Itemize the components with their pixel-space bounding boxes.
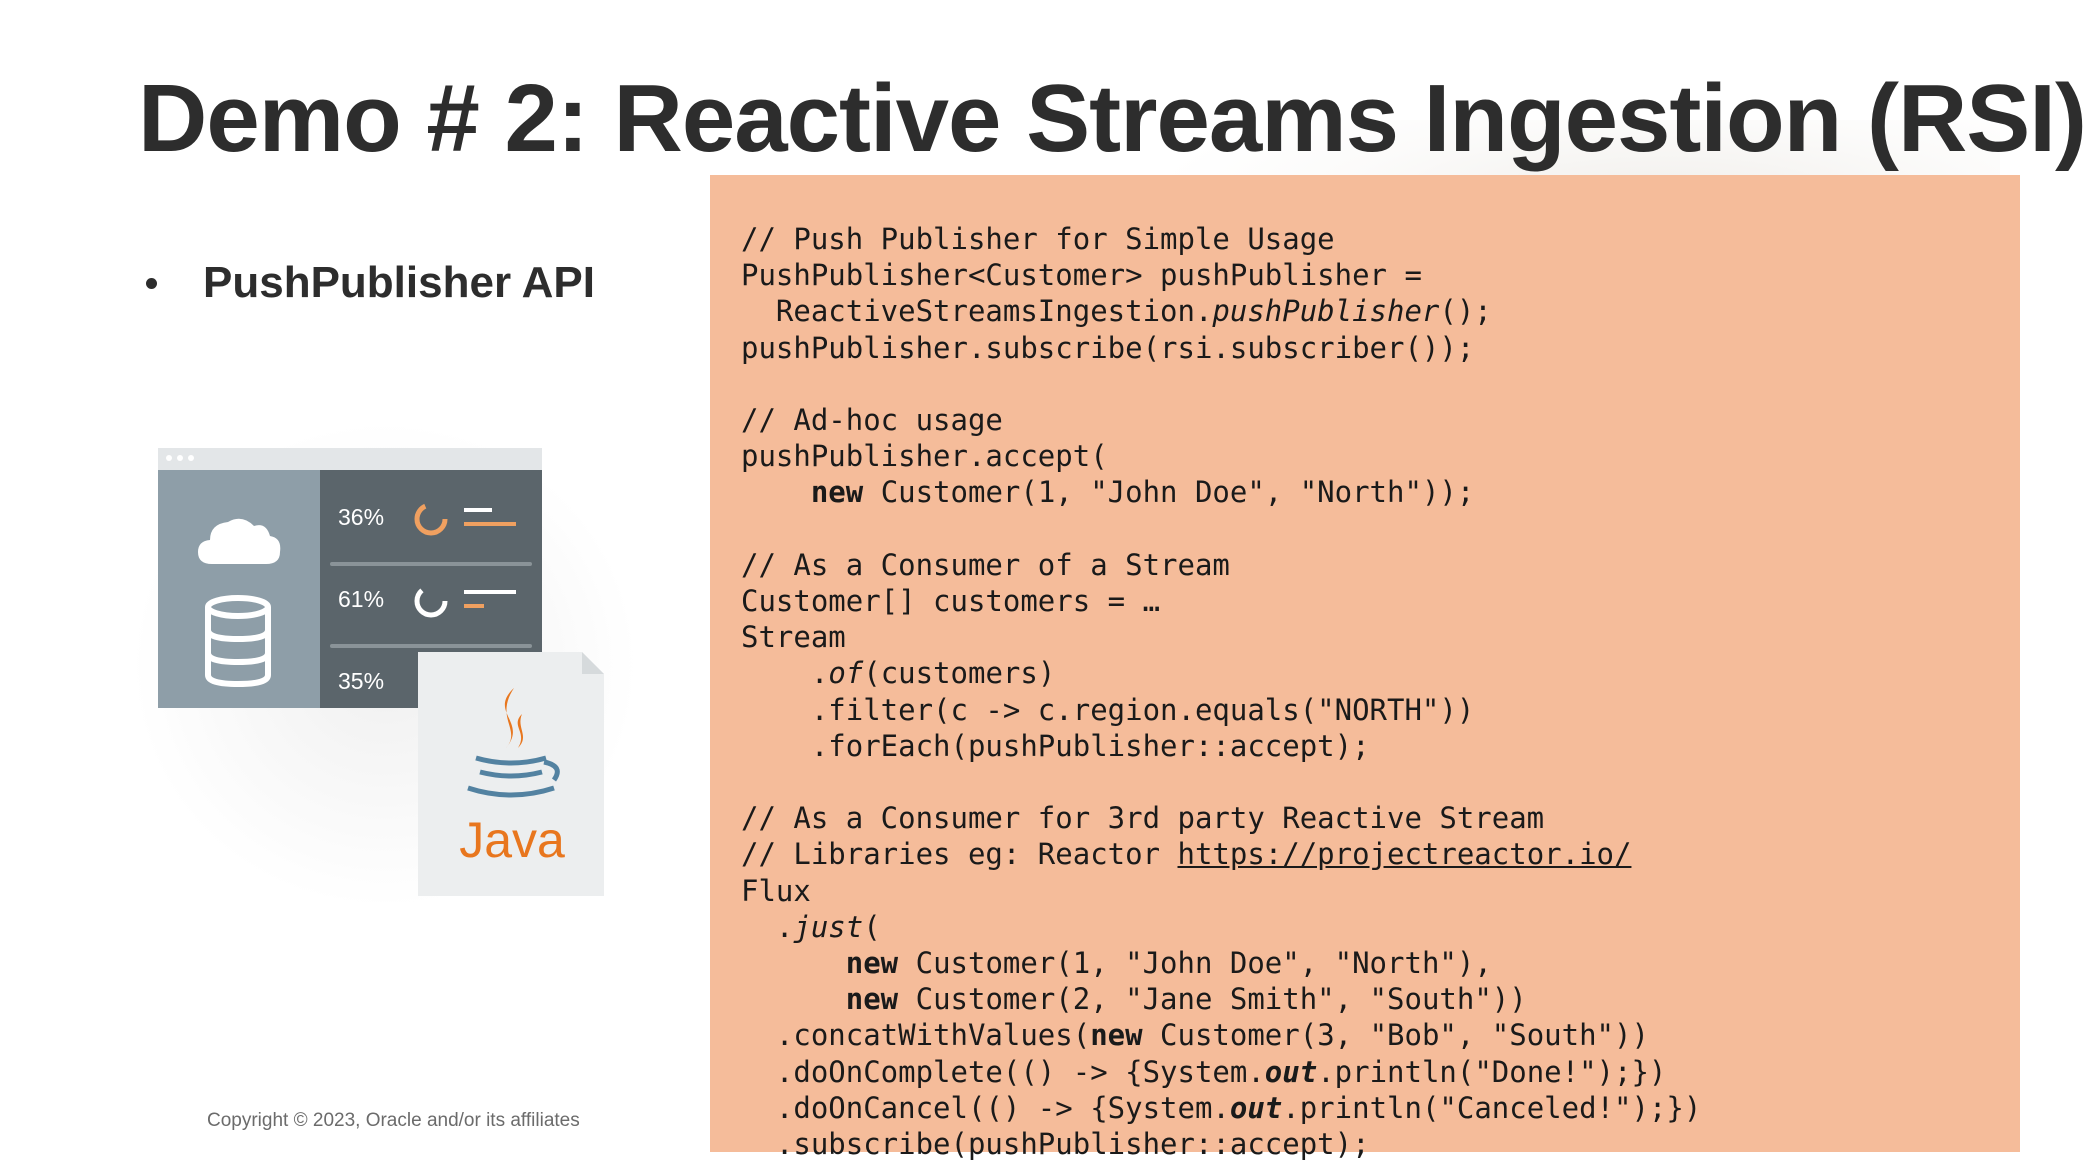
code-line: PushPublisher<Customer> pushPublisher =	[741, 258, 1422, 293]
window-titlebar	[158, 448, 542, 470]
dashboard-window: 36% 61% 35%	[158, 448, 542, 708]
java-document: Java	[418, 652, 604, 896]
metric-3: 35%	[338, 668, 385, 694]
code-line: Customer(2, "Jane Smith", "South"))	[898, 982, 1527, 1017]
code-keyword: out	[1229, 1090, 1283, 1125]
illustration: 36% 61% 35%	[130, 420, 640, 920]
donut-chart-icon	[414, 502, 448, 536]
code-italic: just	[793, 909, 864, 944]
code-line: pushPublisher.accept(	[741, 439, 1108, 474]
database-icon	[205, 595, 271, 688]
code-line: Stream	[741, 620, 846, 655]
donut-chart-icon	[414, 584, 448, 618]
java-label: Java	[459, 812, 565, 868]
code-line: .subscribe(pushPublisher::accept);	[741, 1127, 1370, 1162]
metric-divider	[330, 562, 532, 566]
projectreactor-link[interactable]: https://projectreactor.io/	[1177, 837, 1632, 872]
code-keyword: new	[1090, 1018, 1143, 1053]
code-comment: // Libraries eg: Reactor	[741, 837, 1178, 872]
code-line: .	[741, 909, 794, 944]
copyright-footer: Copyright © 2023, Oracle and/or its affi…	[207, 1110, 580, 1131]
code-line: .println("Done!");})	[1317, 1054, 1667, 1089]
code-italic: pushPublisher	[1212, 294, 1440, 329]
metric-1: 36%	[338, 504, 385, 530]
code-comment: // Push Publisher for Simple Usage	[741, 222, 1335, 256]
code-line	[741, 946, 846, 980]
metric-divider	[330, 644, 532, 648]
code-line: pushPublisher.subscribe(rsi.subscriber()…	[741, 330, 1475, 365]
code-line: .forEach(pushPublisher::accept);	[741, 728, 1370, 763]
bullet-dot-icon	[146, 277, 157, 289]
metric-2: 61%	[338, 586, 385, 612]
code-comment: // Ad-hoc usage	[741, 403, 1003, 438]
code-line: Flux	[741, 873, 811, 908]
code-line: .	[741, 656, 829, 691]
cloud-icon	[198, 518, 281, 564]
bullet-text: PushPublisher API	[203, 258, 596, 307]
code-line: ReactiveStreamsIngestion.	[741, 294, 1213, 329]
code-panel: // Push Publisher for Simple Usage PushP…	[710, 175, 2020, 1161]
bullet-item: PushPublisher API	[146, 258, 595, 308]
bars-icon	[464, 508, 516, 526]
code-line	[741, 475, 811, 509]
code-line: ();	[1439, 294, 1492, 329]
code-block: // Push Publisher for Simple Usage PushP…	[741, 221, 1701, 1162]
bars-icon	[464, 590, 516, 608]
code-line: Customer(1, "John Doe", "North"));	[863, 475, 1475, 510]
code-line: Customer(1, "John Doe", "North"),	[898, 946, 1492, 981]
window-dots-icon	[166, 455, 194, 461]
code-line: .doOnCancel(() -> {System.	[741, 1090, 1230, 1125]
code-line: Customer(3, "Bob", "South"))	[1142, 1018, 1649, 1053]
code-line: .doOnComplete(() -> {System.	[741, 1054, 1265, 1089]
code-keyword: new	[810, 475, 864, 510]
code-keyword: new	[845, 982, 899, 1017]
code-keyword: out	[1264, 1054, 1318, 1089]
code-line: (customers)	[863, 656, 1056, 691]
code-line	[741, 982, 846, 1016]
code-keyword: new	[845, 946, 899, 981]
code-comment: // As a Consumer for 3rd party Reactive …	[741, 801, 1545, 836]
window-left-pane	[158, 470, 320, 708]
java-logo-icon	[467, 688, 560, 798]
code-line: (	[863, 909, 881, 944]
code-line: .concatWithValues(	[741, 1018, 1091, 1053]
code-comment: // As a Consumer of a Stream	[741, 547, 1230, 582]
code-line: .println("Canceled!");})	[1282, 1090, 1702, 1125]
code-italic: of	[828, 656, 864, 691]
slide-title: Demo # 2: Reactive Streams Ingestion (RS…	[138, 65, 2086, 172]
code-line: Customer[] customers = …	[741, 584, 1161, 619]
code-line: .filter(c -> c.region.equals("NORTH"))	[741, 692, 1475, 727]
